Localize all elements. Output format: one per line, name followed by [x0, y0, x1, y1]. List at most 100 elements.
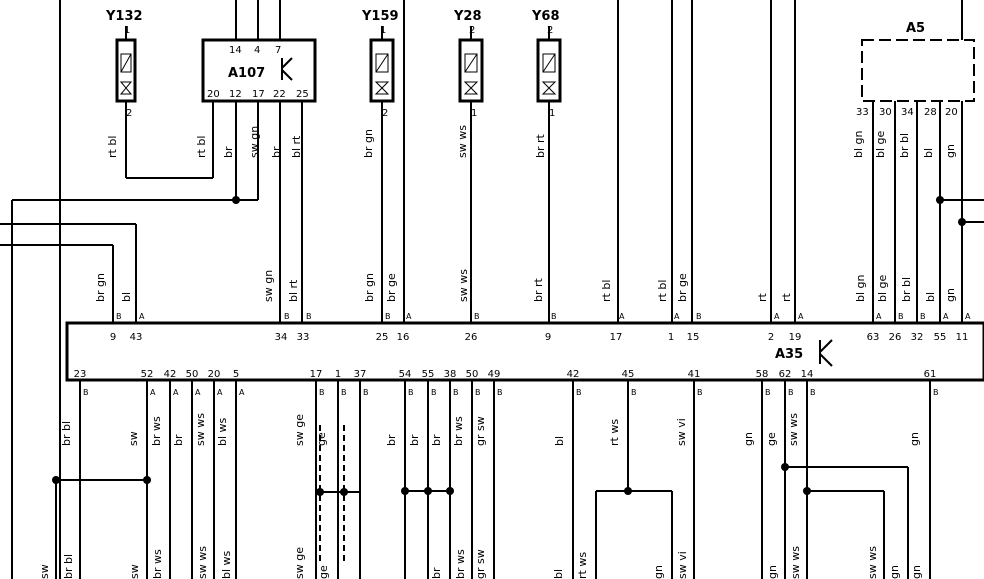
wire-color-label: rt ws [576, 552, 589, 579]
y68-component [536, 26, 562, 323]
wire-color-label: gr sw [474, 549, 487, 579]
connector-pin-number: 1 [668, 332, 674, 343]
wire-color-label: br rt [532, 277, 545, 302]
connector-pin-side: B [453, 388, 459, 397]
wire-color-label: br ws [452, 416, 465, 446]
connector-pin-side: B [788, 388, 794, 397]
wire-color-label: gn [888, 565, 901, 579]
y28-pin-top: 2 [469, 25, 475, 36]
connector-pin-number: 62 [779, 369, 792, 380]
wire-color-label: bl ws [216, 417, 229, 446]
a107-pin-20: 20 [207, 89, 220, 100]
a35-bottom-pins: 23B52A42A50A20A5A17B1B37B54B55B38B50B49B… [74, 369, 939, 397]
connector-pin-number: 11 [956, 332, 969, 343]
wire-color-label: br bl [900, 277, 913, 302]
connector-pin-number: 32 [911, 332, 924, 343]
wire-color-label: br bl [60, 421, 73, 446]
wire-color-label: bl [924, 292, 937, 302]
connector-pin-number: 1 [335, 369, 341, 380]
connector-pin-side: B [431, 388, 437, 397]
wire-color-label: rt bl [600, 280, 613, 302]
wire-color-label: sw ws [789, 546, 802, 579]
connector-pin-side: B [363, 388, 369, 397]
wire-color-label: sw ws [196, 546, 209, 579]
y132-pin-bottom: 2 [126, 108, 132, 119]
connector-pin-side: A [619, 312, 625, 321]
wire-color-label: sw ws [456, 125, 469, 158]
a107-pin-7: 7 [275, 45, 281, 56]
connector-pin-number: 2 [768, 332, 774, 343]
wire-color-label: bl [922, 148, 935, 158]
connector-pin-side: B [765, 388, 771, 397]
connector-pin-number: 33 [297, 332, 310, 343]
wire-color-label: sw ws [194, 413, 207, 446]
wire-color-label: br gn [94, 273, 107, 302]
wire-color-label: rt bl [195, 136, 208, 158]
wire-color-label: bl ws [220, 550, 233, 579]
wire-color-label: gn [652, 565, 665, 579]
wire-color-label: br [408, 434, 421, 446]
y159-label: Y159 [361, 9, 399, 24]
connector-pin-number: 26 [889, 332, 902, 343]
wire-color-label: bl ge [876, 274, 889, 302]
a107-pin-22: 22 [273, 89, 286, 100]
connector-pin-side: A [173, 388, 179, 397]
a107-label: A107 [228, 66, 265, 81]
y159-pin-bottom: 2 [382, 108, 388, 119]
wire-color-label: gn [944, 144, 957, 158]
connector-pin-side: B [83, 388, 89, 397]
connector-pin-number: 20 [208, 369, 221, 380]
connector-pin-side: B [576, 388, 582, 397]
wire-color-label: ge [315, 432, 328, 446]
connector-pin-side: B [306, 312, 312, 321]
a5-pin-28: 28 [924, 107, 937, 118]
a107-pin-17: 17 [252, 89, 265, 100]
a35-label: A35 [775, 347, 803, 362]
connector-pin-side: B [341, 388, 347, 397]
connector-pin-side: A [876, 312, 882, 321]
wire-color-label: br [430, 434, 443, 446]
wire-color-label: ge [317, 565, 330, 579]
connector-pin-side: B [551, 312, 557, 321]
wire-color-label: bl [552, 569, 565, 579]
connector-pin-side: A [217, 388, 223, 397]
wire-color-label: br [385, 434, 398, 446]
connector-pin-side: B [920, 312, 926, 321]
connector-pin-side: B [497, 388, 503, 397]
a5-component [861, 39, 984, 323]
wire-color-label: br [222, 146, 235, 158]
a107-pin-4: 4 [254, 45, 260, 56]
y68-pin-bottom: 1 [549, 108, 555, 119]
connector-pin-number: 58 [756, 369, 769, 380]
a35-component [65, 321, 984, 382]
wire-color-label: br bl [898, 133, 911, 158]
connector-pin-number: 9 [110, 332, 116, 343]
component-labels: Y132 1 2 A107 14 4 7 20 12 17 22 25 Y159… [105, 9, 958, 362]
connector-pin-number: 38 [444, 369, 457, 380]
connector-pin-side: A [139, 312, 145, 321]
connector-pin-side: A [674, 312, 680, 321]
connector-pin-number: 61 [924, 369, 937, 380]
wire-color-label: br ws [454, 549, 467, 579]
wire-color-label: sw ws [866, 546, 879, 579]
connector-pin-number: 37 [354, 369, 367, 380]
wire-color-label: br [172, 434, 185, 446]
wire-color-label: sw ge [293, 414, 306, 446]
connector-pin-number: 50 [186, 369, 199, 380]
junction-dots [52, 196, 966, 496]
a107-pin-12: 12 [229, 89, 242, 100]
wire-color-label: sw gn [248, 126, 261, 158]
left-wires [0, 199, 236, 579]
wire-color-label: bl ge [874, 130, 887, 158]
wire-color-label: rt bl [106, 136, 119, 158]
wire-color-label: sw [38, 564, 51, 579]
connector-pin-number: 16 [397, 332, 410, 343]
connector-pin-side: B [116, 312, 122, 321]
connector-pin-number: 63 [867, 332, 880, 343]
connector-pin-number: 19 [789, 332, 802, 343]
a5-pin-20: 20 [945, 107, 958, 118]
a107-pin-25: 25 [296, 89, 309, 100]
